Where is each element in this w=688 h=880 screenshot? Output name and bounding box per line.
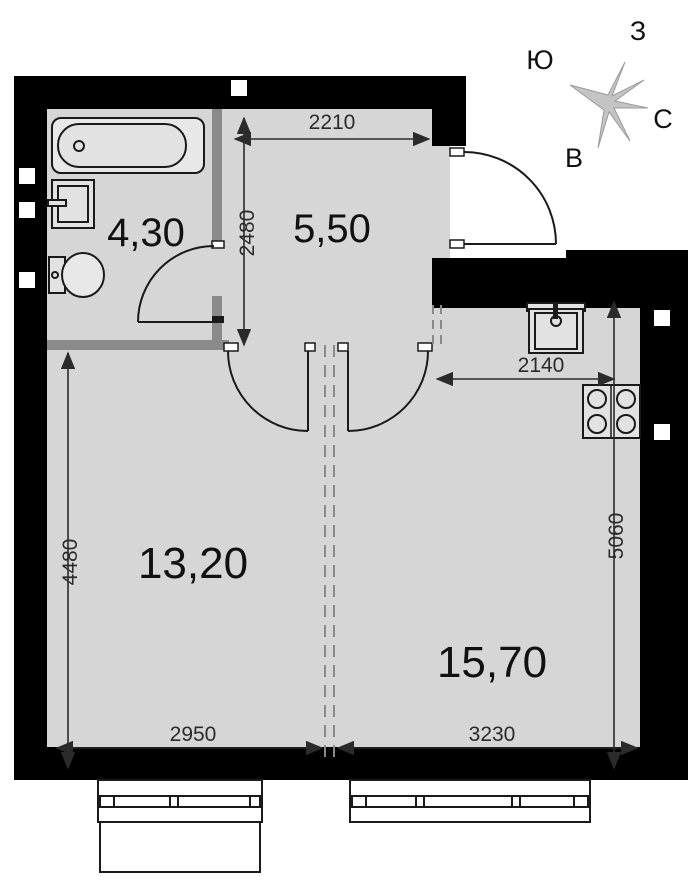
living-room-door-left: [223, 342, 316, 432]
window-living-room: [97, 779, 263, 873]
compass-label-west: З: [630, 16, 646, 46]
compass-label-east: В: [565, 143, 583, 173]
area-label-hallway: 5,50: [293, 207, 371, 251]
dim-hallway-width: 2210: [309, 111, 356, 134]
entrance-opening: [450, 146, 466, 258]
compass-labels: З Ю С В: [526, 16, 672, 173]
dim-kitchen-height: 5060: [605, 513, 628, 560]
opening-dashed-kitchen: [432, 305, 442, 345]
dimension-lines: [55, 116, 639, 770]
dim-kitchen-bottom: 3230: [469, 723, 516, 746]
area-label-living-room: 13,20: [138, 539, 248, 588]
dimension-labels: 2210 2480 2140 5060 4480 2950 3230: [59, 111, 628, 746]
stove-fixture: [582, 384, 641, 439]
area-label-bathroom: 4,30: [107, 211, 185, 255]
compass-label-north: С: [653, 104, 673, 134]
bathroom-door: [137, 240, 225, 323]
entrance-door: [449, 147, 557, 249]
compass-label-south: Ю: [526, 45, 553, 75]
washbasin-fixture: [47, 179, 95, 229]
area-label-kitchen: 15,70: [437, 638, 547, 687]
partition-dashed: [324, 345, 335, 760]
dim-living-width: 2950: [170, 723, 217, 746]
area-labels: 4,30 5,50 13,20 15,70: [107, 207, 547, 687]
dim-kitchen-width: 2140: [518, 354, 565, 377]
compass-rose: [569, 61, 649, 149]
entrance-landing: [466, 146, 566, 258]
bathtub-fixture: [51, 117, 205, 174]
toilet-fixture: [48, 252, 105, 298]
kitchen-sink-fixture: [526, 302, 586, 354]
kitchen-door-right: [337, 342, 433, 432]
dim-living-height: 4480: [59, 539, 82, 586]
window-kitchen: [349, 779, 591, 823]
wall-markers: [19, 80, 670, 440]
dim-hallway-height: 2480: [236, 210, 259, 257]
